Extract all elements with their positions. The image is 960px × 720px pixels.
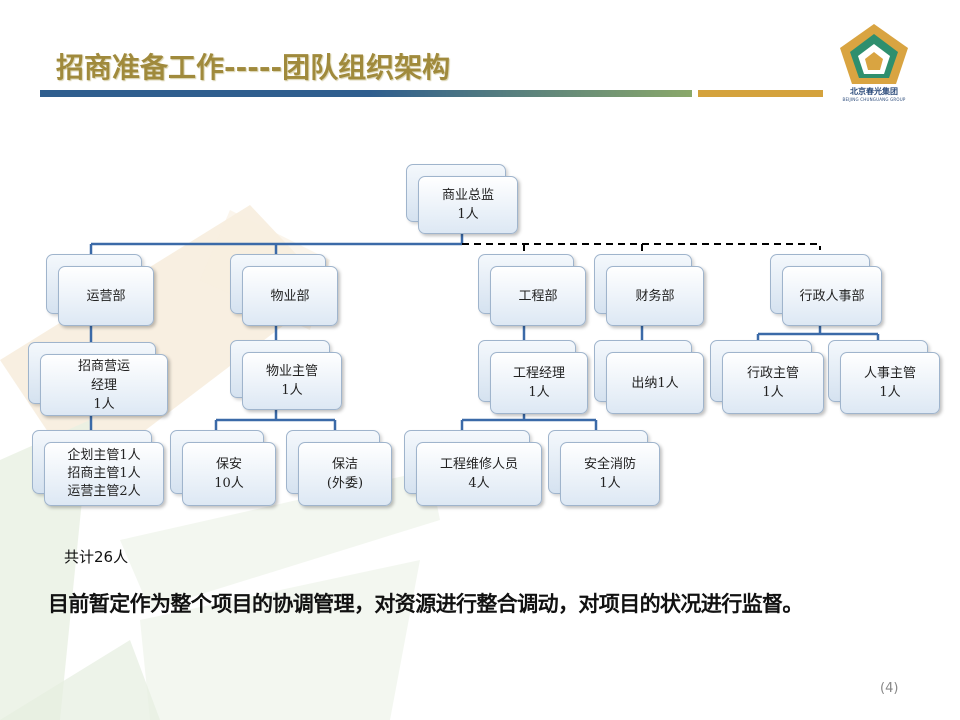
finance-dept-name: 财务部 xyxy=(635,288,675,304)
property-dept-name: 物业部 xyxy=(270,288,310,304)
title-bar-gradient xyxy=(370,90,692,97)
engineering-dept-name: 工程部 xyxy=(518,288,558,304)
node-operations-lead[interactable]: 招商营运 经理 1人 xyxy=(28,342,168,416)
title-bar-blue xyxy=(40,90,370,97)
operations-lead-line1: 招商营运 xyxy=(77,358,130,374)
node-cleaning[interactable]: 保洁 (外委) xyxy=(286,430,392,506)
admin-lead-count: 1人 xyxy=(762,385,784,400)
page-number: (4) xyxy=(880,681,899,696)
maintenance-count: 4人 xyxy=(468,476,490,491)
director-count: 1人 xyxy=(457,207,479,222)
property-lead-title: 物业主管 xyxy=(265,364,318,379)
maintenance-title: 工程维修人员 xyxy=(439,457,518,472)
company-logo-icon xyxy=(840,24,908,84)
admin-lead-title: 行政主管 xyxy=(746,366,799,381)
node-engineering-dept[interactable]: 工程部 xyxy=(478,254,586,326)
cleaning-title: 保洁 xyxy=(331,457,358,472)
security-title: 保安 xyxy=(215,457,242,472)
operations-staff-line2: 招商主管1人 xyxy=(67,466,141,481)
director-title: 商业总监 xyxy=(441,188,494,203)
operations-lead-line2: 经理 xyxy=(90,377,117,393)
logo-subtitle: BEIJING CHUNGUANG GROUP xyxy=(842,97,906,102)
node-operations-dept[interactable]: 运营部 xyxy=(46,254,154,326)
node-finance-dept[interactable]: 财务部 xyxy=(594,254,704,326)
node-operations-staff[interactable]: 企划主管1人 招商主管1人 运营主管2人 xyxy=(32,430,164,506)
engineering-lead-title: 工程经理 xyxy=(512,366,565,381)
node-maintenance[interactable]: 工程维修人员 4人 xyxy=(404,430,542,506)
operations-lead-count: 1人 xyxy=(93,396,115,412)
node-security[interactable]: 保安 10人 xyxy=(170,430,276,506)
description-text: 目前暂定作为整个项目的协调管理，对资源进行整合调动，对项目的状况进行监督。 xyxy=(48,592,803,616)
node-property-lead[interactable]: 物业主管 1人 xyxy=(230,340,342,410)
admin-hr-dept-name: 行政人事部 xyxy=(799,288,865,304)
node-admin-hr-dept[interactable]: 行政人事部 xyxy=(770,254,882,326)
finance-cashier-title: 出纳1人 xyxy=(631,375,679,391)
operations-dept-name: 运营部 xyxy=(86,288,126,304)
total-headcount: 共计26人 xyxy=(64,548,129,566)
security-count: 10人 xyxy=(214,476,244,491)
title-bar-gold xyxy=(698,90,823,97)
node-finance-cashier[interactable]: 出纳1人 xyxy=(594,340,704,414)
node-hr-lead[interactable]: 人事主管 1人 xyxy=(828,340,940,414)
node-fire-safety[interactable]: 安全消防 1人 xyxy=(548,430,660,506)
node-engineering-lead[interactable]: 工程经理 1人 xyxy=(478,340,588,414)
logo-name: 北京春光集团 xyxy=(850,87,898,96)
slide-title: 招商准备工作-----团队组织架构 xyxy=(56,51,451,84)
fire-safety-count: 1人 xyxy=(599,476,621,491)
hr-lead-title: 人事主管 xyxy=(863,366,916,381)
hr-lead-count: 1人 xyxy=(879,385,901,400)
property-lead-count: 1人 xyxy=(281,383,303,398)
fire-safety-title: 安全消防 xyxy=(583,457,636,472)
operations-staff-line1: 企划主管1人 xyxy=(67,448,141,463)
operations-staff-line3: 运营主管2人 xyxy=(67,484,141,499)
node-property-dept[interactable]: 物业部 xyxy=(230,254,338,326)
node-director[interactable]: 商业总监 1人 xyxy=(406,164,518,234)
node-admin-lead[interactable]: 行政主管 1人 xyxy=(710,340,824,414)
cleaning-note: (外委) xyxy=(326,476,364,491)
engineering-lead-count: 1人 xyxy=(528,385,550,400)
